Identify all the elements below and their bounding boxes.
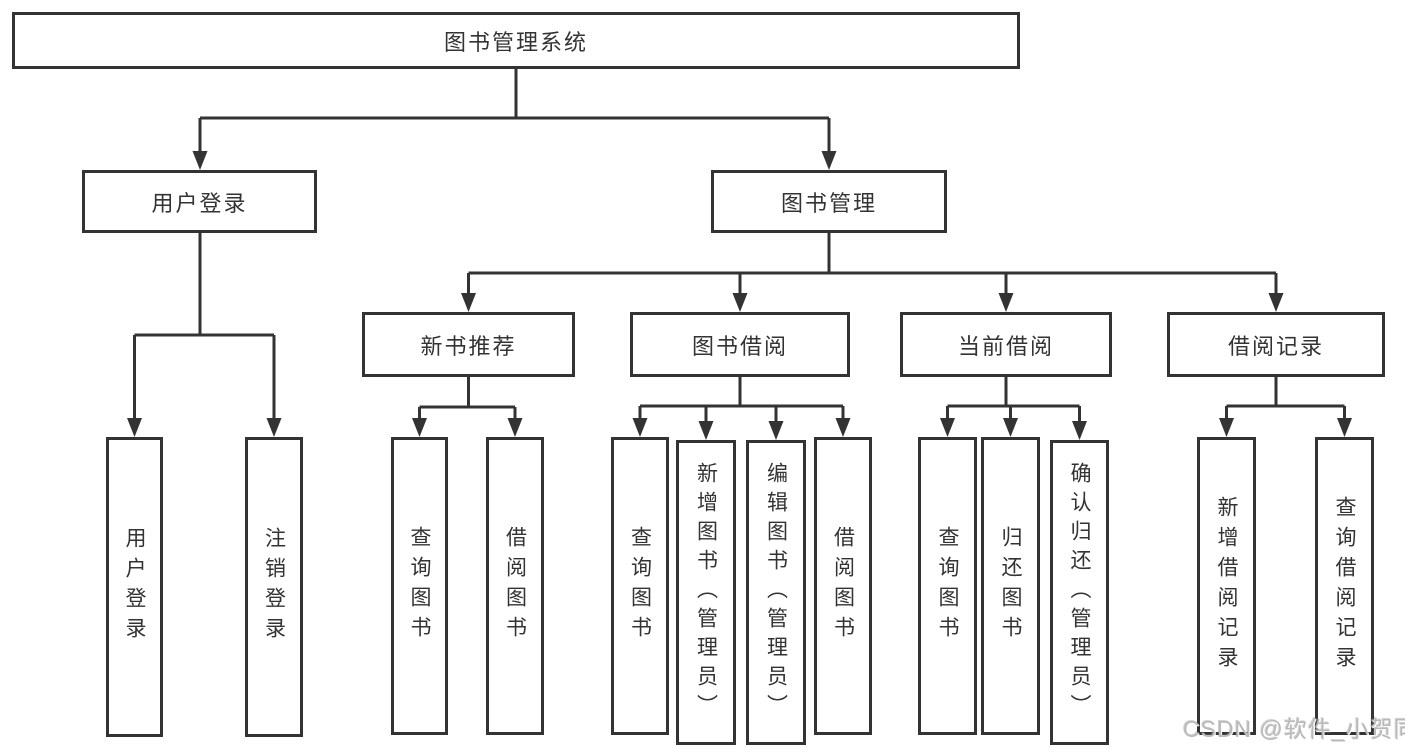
leaf-borrow-query-books: 查询图书 — [611, 437, 669, 735]
leaf-recommend-query-books: 查询图书 — [391, 437, 448, 735]
leaf-recommend-borrow-books: 借阅图书 — [486, 437, 544, 735]
node-current-borrow: 当前借阅 — [900, 312, 1112, 377]
node-borrow-records: 借阅记录 — [1167, 312, 1385, 377]
leaf-records-query-record: 查询借阅记录 — [1315, 437, 1374, 735]
leaf-user-login: 用户登录 — [106, 437, 163, 737]
leaf-current-confirm-return-admin: 确认归还（管理员） — [1050, 440, 1109, 745]
leaf-borrow-add-books-admin: 新增图书（管理员） — [676, 440, 736, 745]
leaf-borrow-edit-books-admin: 编辑图书（管理员） — [746, 440, 806, 745]
node-new-book-recommend: 新书推荐 — [362, 312, 575, 377]
node-user-login: 用户登录 — [82, 170, 317, 233]
node-book-borrow: 图书借阅 — [630, 312, 850, 377]
leaf-current-return-books: 归还图书 — [981, 437, 1040, 735]
arrowheads — [127, 151, 1352, 440]
csdn-watermark: CSDN @软件_小贺同学 — [1183, 716, 1405, 742]
leaf-logout: 注销登录 — [245, 437, 303, 737]
node-library-system: 图书管理系统 — [12, 12, 1020, 69]
leaf-current-query-books: 查询图书 — [918, 437, 977, 735]
node-book-management: 图书管理 — [711, 170, 947, 233]
leaf-borrow-borrow-books: 借阅图书 — [814, 437, 872, 735]
leaf-records-add-record: 新增借阅记录 — [1197, 437, 1256, 735]
